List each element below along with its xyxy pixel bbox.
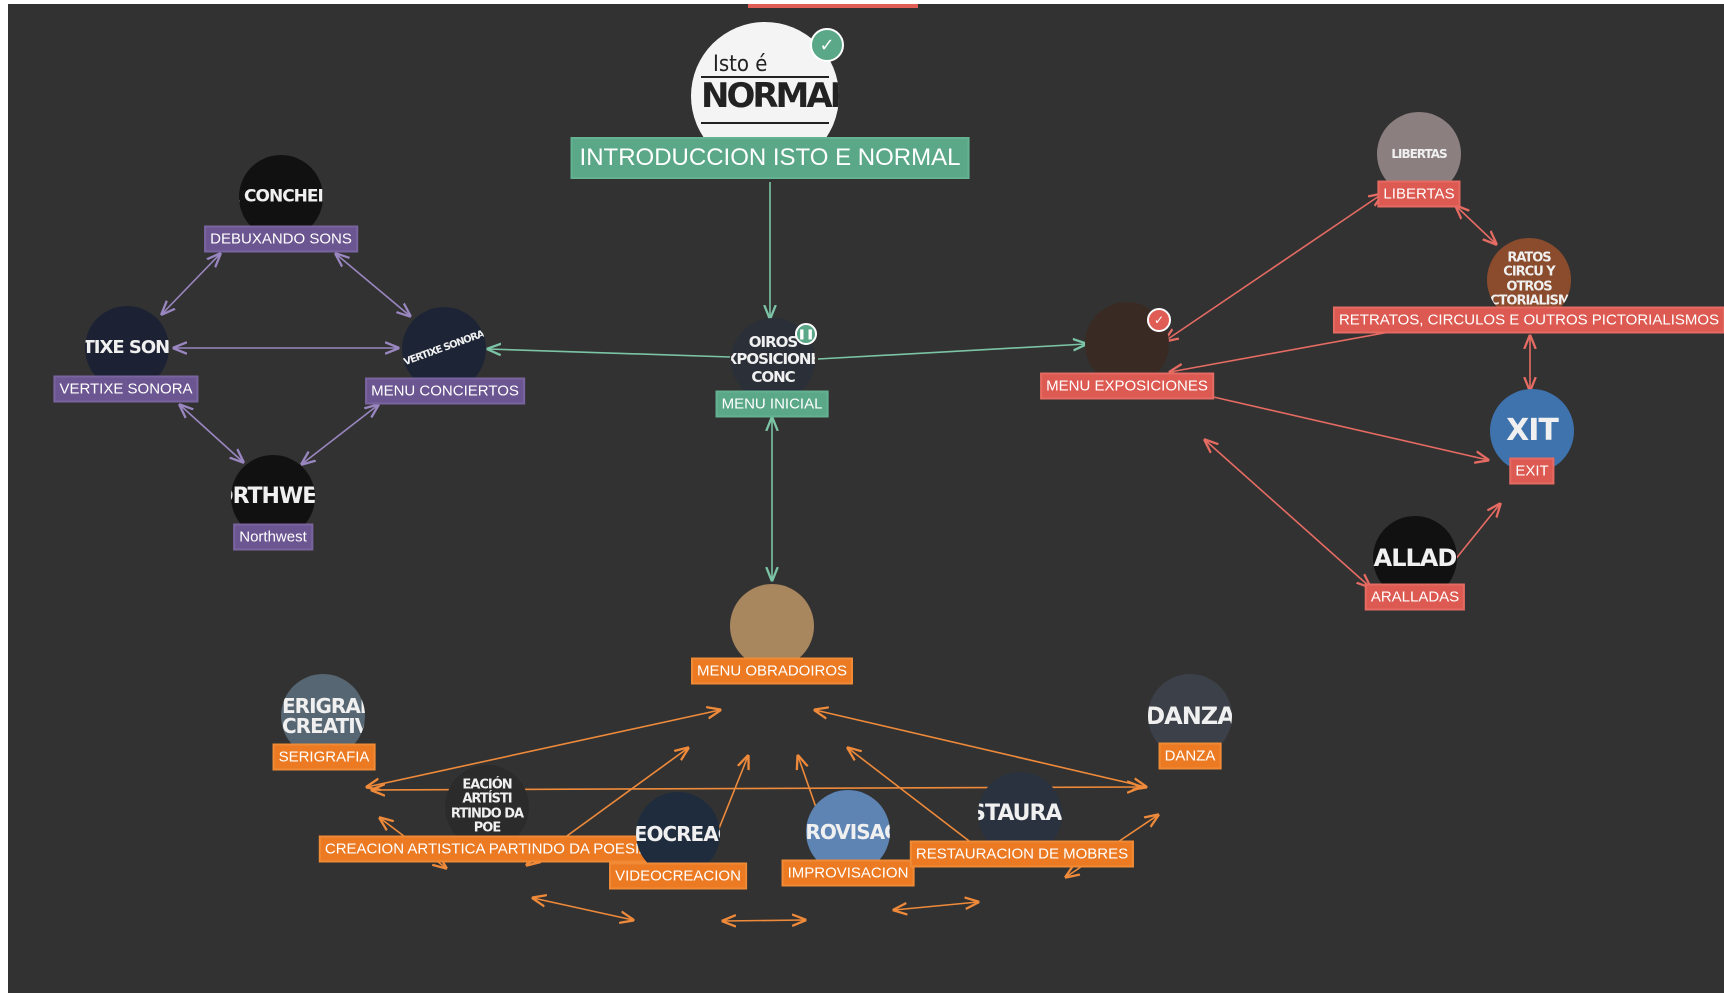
pause-icon: ❚❚: [795, 323, 817, 345]
thumb-vertixe-sonora: RTIXE SONO: [85, 337, 169, 358]
label-restauracion[interactable]: RESTAURACION DE MOBRES: [909, 840, 1135, 868]
edge-conciertos-northwest: [302, 405, 378, 464]
top-marker: [748, 4, 918, 8]
node-videocreacion[interactable]: DEOCREACI: [636, 792, 720, 876]
node-creacion-artistica[interactable]: EACIÓN ARTÍSTI RTINDO DA POE: [445, 765, 529, 849]
thumb-exit: XIT: [1506, 413, 1559, 448]
thumb-improvisacion: PROVISACI: [806, 820, 890, 844]
node-debuxando-sons[interactable]: R CONCHEIR: [239, 155, 323, 239]
thumb-retratos: RATOS CIRCU Y OTROS CTORIALISMO: [1490, 250, 1571, 309]
label-menu-obradoiros[interactable]: MENU OBRADOIROS: [690, 657, 854, 685]
logo-text-line1: Isto é: [713, 52, 768, 77]
label-danza[interactable]: DANZA: [1158, 742, 1222, 770]
label-videocreacion[interactable]: VIDEOCREACION: [609, 862, 747, 890]
logo-rule: [701, 76, 829, 78]
edge-inicial-conciertos: [488, 349, 731, 358]
thumb-restauracion: ESTAURACI: [978, 801, 1062, 826]
edge-expo-exit: [1170, 387, 1488, 460]
edge-obr-restauracion: [848, 748, 990, 857]
label-menu-conciertos[interactable]: MENU CONCIERTOS: [365, 377, 525, 405]
thumb-serigrafia: ERIGRAFI CREATIVA: [282, 694, 365, 738]
edge-obr-danza: [815, 710, 1146, 787]
edge-libertas-retratos: [1456, 206, 1496, 244]
thumb-libertas: LIBERTAS: [1391, 147, 1447, 161]
logo-rule: [701, 122, 829, 124]
edge-video-impro: [723, 920, 805, 921]
label-menu-exposiciones[interactable]: MENU EXPOSICIONES: [1040, 372, 1214, 400]
thumb-menu-inicial: OIROS EXPOSICIONES CONC: [731, 333, 815, 386]
logo-text-line2: NORMAL: [701, 76, 839, 116]
label-menu-inicial[interactable]: MENU INICIAL: [715, 390, 829, 418]
thumb-debuxando-sons: R CONCHEIR: [239, 186, 323, 207]
thumb-aralladas: RALLADA: [1373, 544, 1457, 572]
edge-vertixe-northwest: [180, 405, 243, 462]
label-serigrafia[interactable]: SERIGRAFIA: [272, 743, 376, 771]
edge-debuxando-conciertos: [336, 254, 410, 316]
thumb-creacion-artistica: EACIÓN ARTÍSTI RTINDO DA POE: [450, 777, 524, 836]
label-vertixe-sonora[interactable]: VERTIXE SONORA: [53, 375, 199, 403]
label-exit[interactable]: EXIT: [1509, 457, 1555, 485]
edge-debuxando-vertixe: [162, 254, 220, 314]
thumb-menu-conciertos: VERTIXE SONORA: [402, 328, 486, 369]
label-northwest[interactable]: Northwest: [233, 523, 313, 551]
edge-creacion-video: [533, 898, 633, 920]
label-libertas[interactable]: LIBERTAS: [1377, 180, 1461, 208]
label-creacion-artistica[interactable]: CREACION ARTISTICA PARTINDO DA POESIA: [318, 835, 656, 863]
edge-expo-aralladas: [1205, 440, 1370, 587]
check-icon: ✓: [810, 28, 844, 62]
label-intro[interactable]: INTRODUCCION ISTO E NORMAL: [570, 137, 970, 179]
thumb-menu-exposiciones: [1126, 340, 1128, 348]
label-improvisacion[interactable]: IMPROVISACION: [781, 859, 915, 887]
thumb-northwest: ORTHWES: [231, 484, 315, 509]
map-canvas[interactable]: Isto é NORMAL ✓ INTRODUCCION ISTO E NORM…: [8, 4, 1724, 993]
edge-obr-serigrafia: [367, 710, 720, 787]
label-debuxando-sons[interactable]: DEBUXANDO SONS: [204, 225, 358, 253]
thumb-menu-obradoiros: [771, 622, 773, 630]
label-aralladas[interactable]: ARALLADAS: [1364, 583, 1466, 611]
node-menu-conciertos[interactable]: VERTIXE SONORA: [402, 307, 486, 391]
node-menu-obradoiros[interactable]: [730, 584, 814, 668]
label-retratos[interactable]: RETRATOS, CIRCULOS E OUTROS PICTORIALISM…: [1332, 306, 1724, 334]
thumb-videocreacion: DEOCREACI: [636, 822, 720, 846]
edge-inicial-exposiciones: [817, 344, 1086, 360]
edge-impro-restauracion: [894, 902, 978, 910]
thumb-danza: DANZA: [1148, 702, 1232, 730]
check-icon: ✓: [1147, 308, 1171, 332]
